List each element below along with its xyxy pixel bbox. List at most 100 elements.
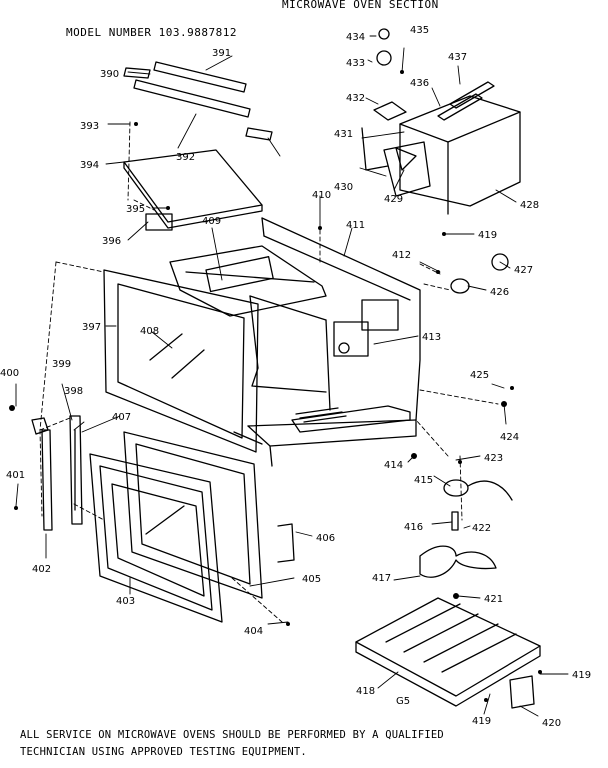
drawing-linework <box>15 28 569 717</box>
label-390: 390 <box>100 69 119 80</box>
door-glare <box>145 505 185 535</box>
part-403-door-inner <box>99 465 213 611</box>
tray-rib <box>403 613 479 653</box>
part-401-screw <box>14 506 18 510</box>
part-400-screw <box>9 405 15 411</box>
part-404-screw <box>286 622 290 626</box>
footer-code: G5 <box>396 696 410 707</box>
part-427-bulb <box>491 253 509 271</box>
vent-slot <box>303 415 347 423</box>
label-429: 429 <box>384 194 403 205</box>
label-425: 425 <box>470 370 489 381</box>
label-416: 416 <box>404 522 423 533</box>
assembly-rail <box>185 271 315 283</box>
part-422-shaft <box>451 511 459 531</box>
label-404: 404 <box>244 626 263 637</box>
vent-slot <box>299 411 343 419</box>
part-426-socket <box>450 278 470 294</box>
label-419-bottom: 419 <box>472 716 491 727</box>
label-411: 411 <box>346 220 365 231</box>
label-428: 428 <box>520 200 539 211</box>
part-430-diverter <box>395 147 417 171</box>
label-420: 420 <box>542 718 561 729</box>
label-395: 395 <box>126 204 145 215</box>
label-419-right: 419 <box>572 670 591 681</box>
fasteners <box>9 70 542 702</box>
label-401: 401 <box>6 470 25 481</box>
label-418: 418 <box>356 686 375 697</box>
label-413: 413 <box>422 332 441 343</box>
tray-rib <box>441 633 517 673</box>
part-413-magnetron <box>333 321 369 357</box>
part-423-screw <box>458 460 462 464</box>
label-399: 399 <box>52 359 71 370</box>
label-414: 414 <box>384 460 403 471</box>
service-notice: ALL SERVICE ON MICROWAVE OVENS SHOULD BE… <box>20 727 580 761</box>
label-391: 391 <box>212 48 231 59</box>
cabinet-divider <box>325 319 331 411</box>
part-397-opening <box>117 283 245 439</box>
cabinet-floor-tab <box>233 431 263 445</box>
part-419-screw <box>484 698 488 702</box>
part-414-nut <box>411 453 417 459</box>
cabinet-side-edge <box>249 295 327 393</box>
part-432-plate <box>373 101 407 121</box>
part-424-nut <box>501 401 507 407</box>
part-405-panel <box>123 431 263 599</box>
label-433: 433 <box>346 58 365 69</box>
glass-glare <box>149 333 183 361</box>
part-419-screw <box>442 232 446 236</box>
part-409-module <box>205 256 274 293</box>
label-424: 424 <box>500 432 519 443</box>
model-number: MODEL NUMBER 103.9887812 <box>66 26 237 39</box>
part-406-clip <box>277 523 295 563</box>
part-436-rail <box>437 93 483 121</box>
part-417-fan <box>419 545 497 578</box>
label-396: 396 <box>102 236 121 247</box>
section-title: MICROWAVE OVEN SECTION <box>282 0 439 11</box>
leader-lines <box>15 35 569 717</box>
part-434-cap <box>378 28 390 40</box>
label-437: 437 <box>448 52 467 63</box>
label-407: 407 <box>112 412 131 423</box>
part-413-bracket <box>361 299 399 331</box>
part-419-screw <box>538 670 542 674</box>
part-409-control-assembly <box>169 245 327 317</box>
part-410-screw <box>318 226 322 230</box>
label-410: 410 <box>312 190 331 201</box>
part-402-bracket <box>41 429 53 531</box>
part-421-nut <box>453 593 459 599</box>
cabinet-foot <box>269 445 273 467</box>
construction-lines <box>39 121 499 623</box>
part-390-pad-right <box>245 127 273 141</box>
cabinet-bottom-edge <box>247 419 417 427</box>
label-398: 398 <box>64 386 83 397</box>
label-397: 397 <box>82 322 101 333</box>
part-418-tray-edge <box>355 641 541 707</box>
label-408: 408 <box>140 326 159 337</box>
part-431-rod <box>361 127 389 171</box>
label-403: 403 <box>116 596 135 607</box>
label-394: 394 <box>80 160 99 171</box>
label-426: 426 <box>490 287 509 298</box>
part-403-window <box>111 483 205 597</box>
glass-glare <box>171 349 205 379</box>
part-433-knob <box>376 50 392 66</box>
part-391-strip <box>153 61 247 93</box>
label-412: 412 <box>392 250 411 261</box>
part-398-hinge <box>69 415 83 525</box>
label-400: 400 <box>0 368 19 379</box>
label-406: 406 <box>316 533 335 544</box>
label-421: 421 <box>484 594 503 605</box>
part-397-frame <box>103 269 259 453</box>
part-413-port <box>338 342 350 354</box>
part-396-clip <box>145 213 173 231</box>
tray-rib <box>423 623 499 663</box>
label-415: 415 <box>414 475 433 486</box>
service-notice-line2: TECHNICIAN USING APPROVED TESTING EQUIPM… <box>20 746 307 758</box>
part-390-pad-left <box>123 67 151 79</box>
cabinet-top-right-edge <box>261 217 421 421</box>
label-402: 402 <box>32 564 51 575</box>
cabinet-back-edge <box>261 217 265 237</box>
